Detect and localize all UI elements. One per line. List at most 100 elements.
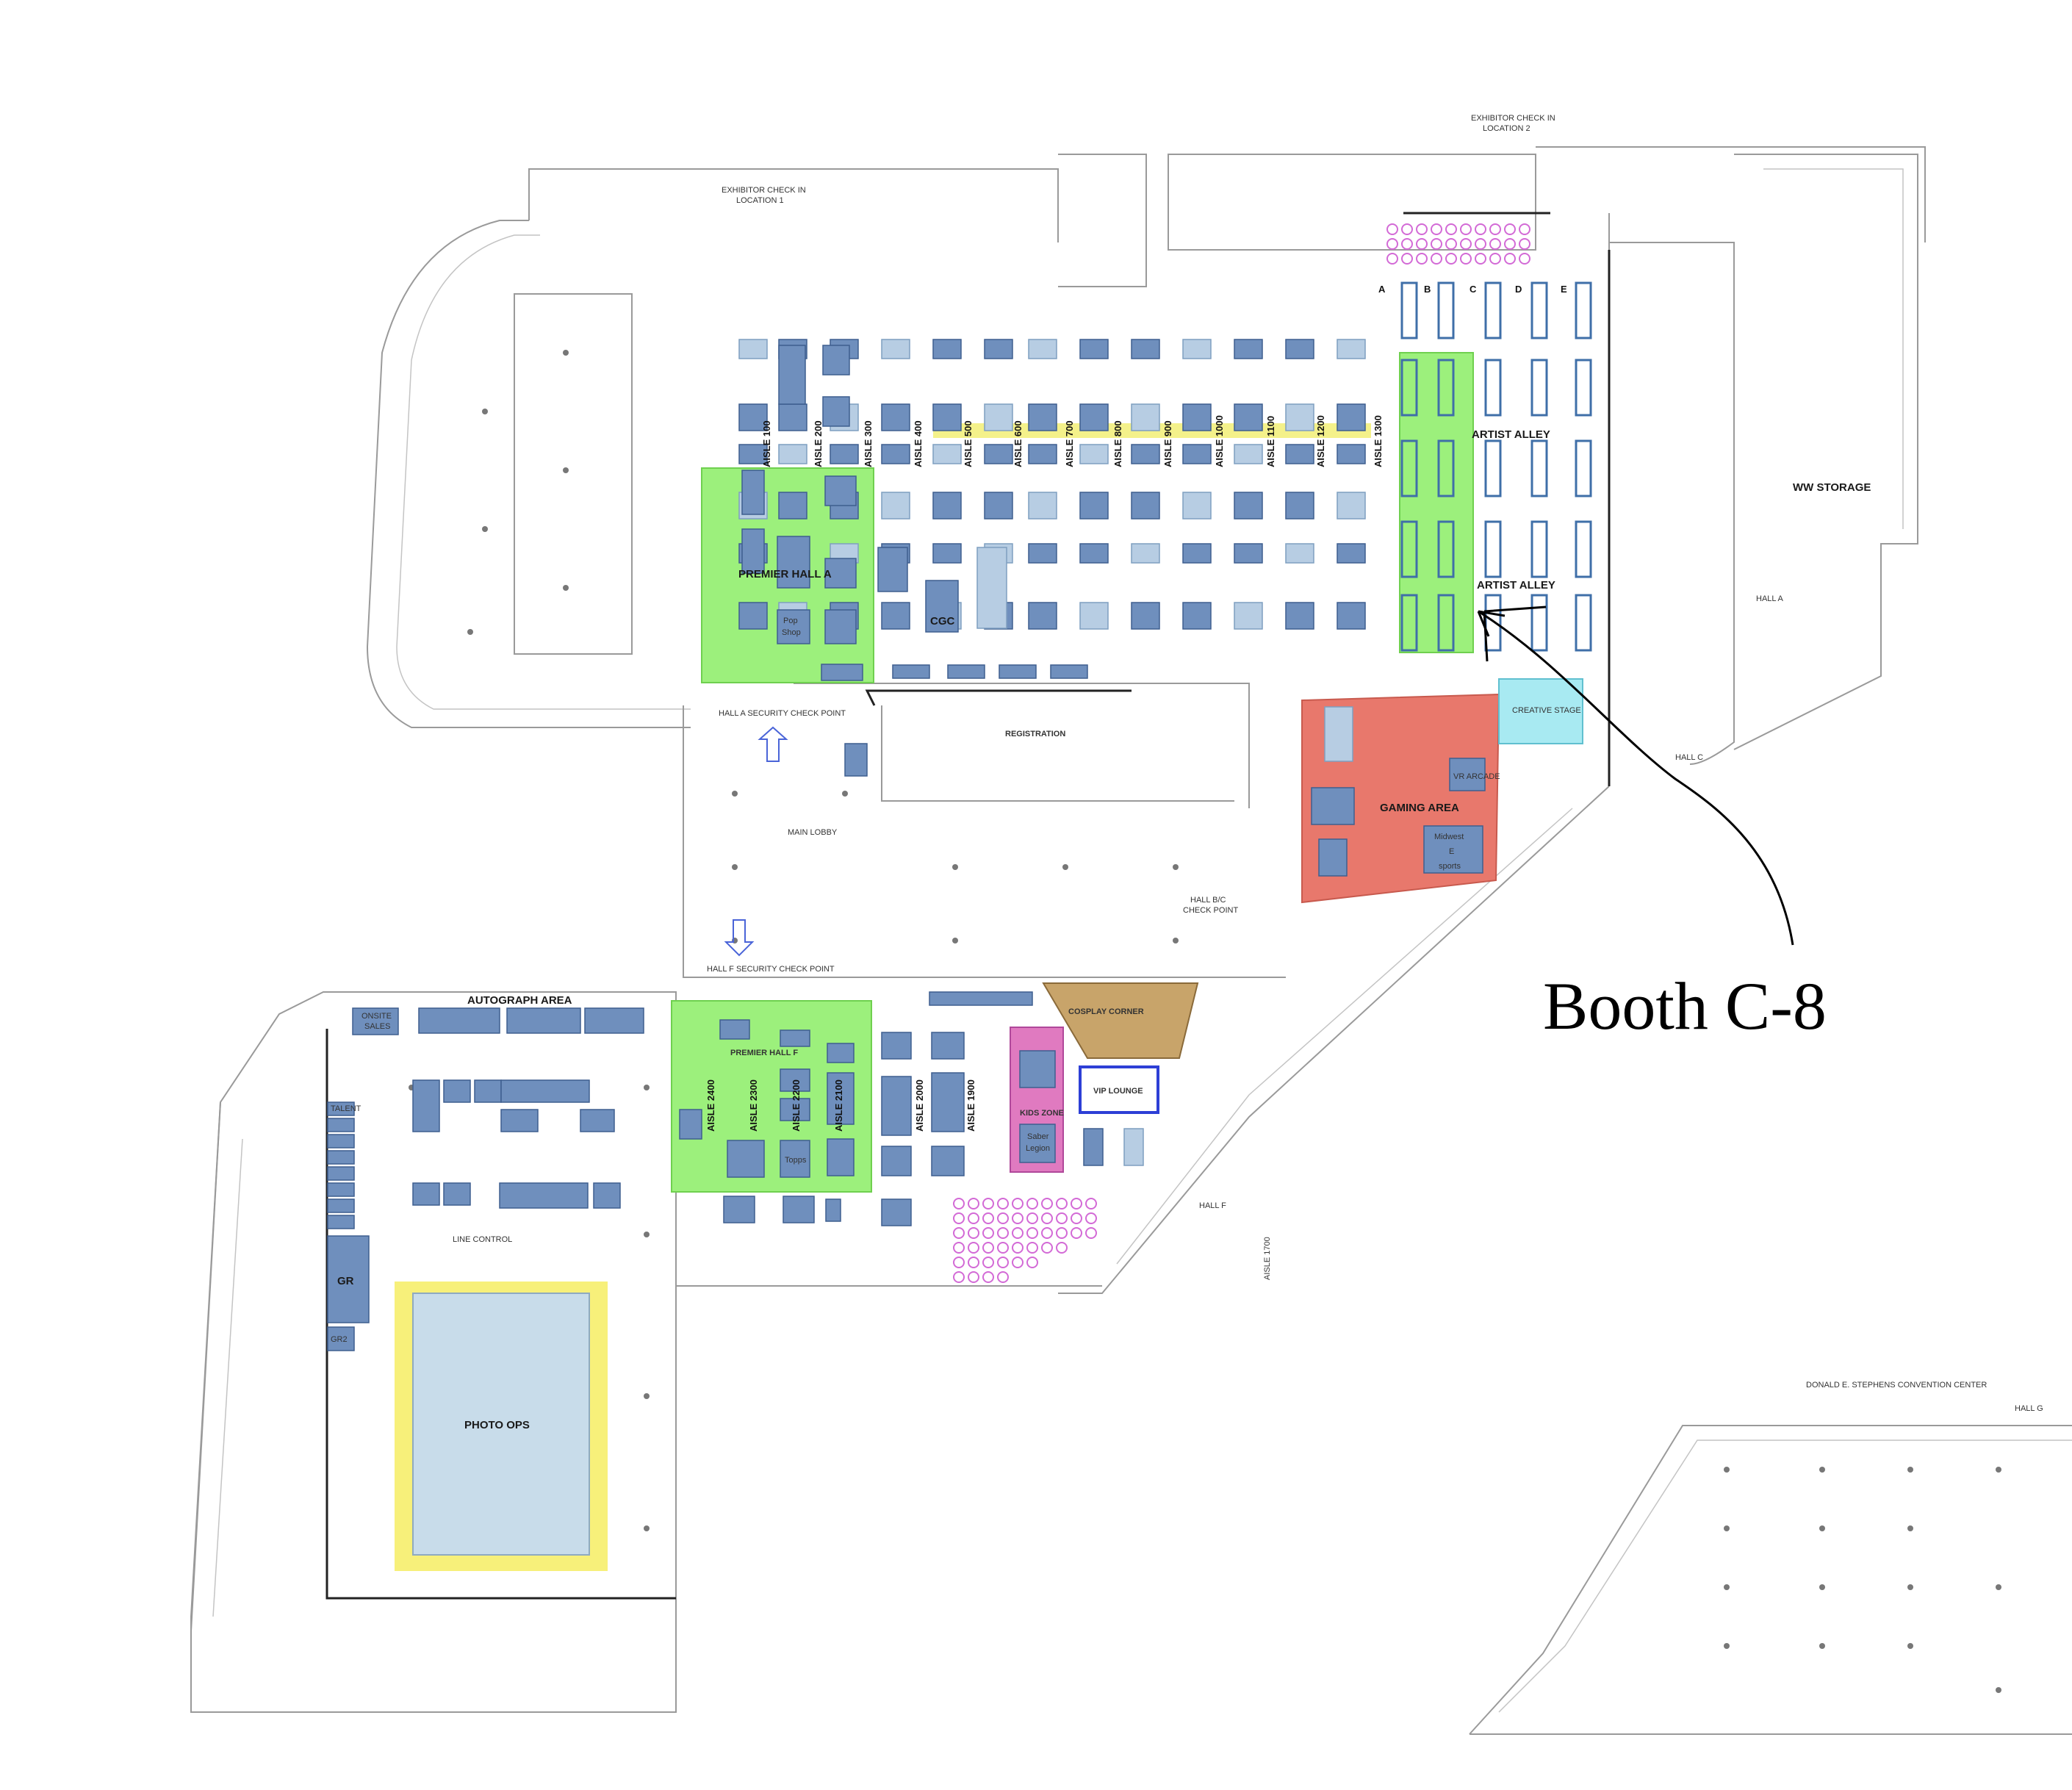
- booth[interactable]: [1079, 602, 1109, 630]
- booth[interactable]: [1234, 602, 1263, 630]
- booth[interactable]: [1182, 339, 1212, 359]
- booth[interactable]: [1028, 492, 1057, 520]
- seat: [953, 1212, 965, 1224]
- booth[interactable]: [1182, 444, 1212, 464]
- seat: [953, 1198, 965, 1209]
- booth[interactable]: [830, 444, 859, 464]
- booth[interactable]: [881, 339, 910, 359]
- booth[interactable]: [1234, 543, 1263, 564]
- aisle-label: AISLE 100: [761, 420, 772, 467]
- booth[interactable]: [1337, 403, 1366, 431]
- callout-arrowhead-icon: [1477, 610, 1506, 637]
- booth[interactable]: [932, 403, 962, 431]
- seat: [1460, 223, 1472, 235]
- booth[interactable]: [932, 543, 962, 564]
- seat: [1504, 238, 1516, 250]
- pop-shop-label-2: Shop: [782, 628, 801, 637]
- exhibitor-check-in-1b: LOCATION 1: [736, 196, 784, 205]
- booth[interactable]: [1234, 492, 1263, 520]
- booth[interactable]: [738, 602, 768, 630]
- booth[interactable]: [881, 444, 910, 464]
- seat: [1386, 223, 1398, 235]
- premier-artist-alley-zone[interactable]: [1399, 352, 1474, 653]
- booth[interactable]: [1285, 339, 1314, 359]
- booth[interactable]: [984, 444, 1013, 464]
- booth[interactable]: [1234, 403, 1263, 431]
- seat: [1401, 223, 1413, 235]
- booth[interactable]: [1285, 444, 1314, 464]
- booth[interactable]: [1337, 602, 1366, 630]
- seat: [1431, 253, 1442, 265]
- vip-lounge-zone[interactable]: [1079, 1065, 1159, 1114]
- booth[interactable]: [738, 339, 768, 359]
- structural-columns: [409, 350, 2001, 1693]
- seat: [1056, 1242, 1068, 1254]
- booth[interactable]: [1285, 492, 1314, 520]
- booth[interactable]: [1131, 543, 1160, 564]
- booth[interactable]: [1131, 602, 1160, 630]
- booth[interactable]: [1028, 403, 1057, 431]
- seat: [1056, 1198, 1068, 1209]
- seat: [1012, 1212, 1024, 1224]
- booth[interactable]: [1285, 602, 1314, 630]
- premier-hall-a-label: PREMIER HALL A: [738, 568, 832, 581]
- booth[interactable]: [1337, 543, 1366, 564]
- booth[interactable]: [1028, 444, 1057, 464]
- booth[interactable]: [738, 444, 768, 464]
- booth[interactable]: [984, 339, 1013, 359]
- booth[interactable]: [778, 492, 807, 520]
- cosplay-corner-zone[interactable]: [1042, 982, 1199, 1059]
- booth[interactable]: [1285, 543, 1314, 564]
- booth[interactable]: [984, 403, 1013, 431]
- exhibitor-check-in-1: EXHIBITOR CHECK IN: [722, 186, 806, 195]
- booth[interactable]: [881, 492, 910, 520]
- booth[interactable]: [881, 403, 910, 431]
- aisle-label: AISLE 1000: [1214, 415, 1225, 467]
- booth[interactable]: [1182, 492, 1212, 520]
- booth[interactable]: [932, 444, 962, 464]
- autograph-area-label: AUTOGRAPH AREA: [467, 994, 572, 1007]
- booth[interactable]: [1285, 403, 1314, 431]
- onsite-sales-label-2: SALES: [364, 1022, 390, 1031]
- booth[interactable]: [1079, 492, 1109, 520]
- booth[interactable]: [1028, 602, 1057, 630]
- seat: [1012, 1257, 1024, 1268]
- booth[interactable]: [984, 492, 1013, 520]
- booth[interactable]: [778, 444, 807, 464]
- seat: [1056, 1227, 1068, 1239]
- booth[interactable]: [1079, 543, 1109, 564]
- seat: [1085, 1198, 1097, 1209]
- booth[interactable]: [1337, 492, 1366, 520]
- booth[interactable]: [738, 403, 768, 431]
- booth[interactable]: [1337, 444, 1366, 464]
- booth[interactable]: [1182, 543, 1212, 564]
- booth[interactable]: [1079, 403, 1109, 431]
- column-label: E: [1561, 284, 1567, 295]
- seat: [1431, 238, 1442, 250]
- booth[interactable]: [1182, 602, 1212, 630]
- midwest-label-2: E: [1449, 847, 1454, 856]
- booth[interactable]: [1079, 339, 1109, 359]
- booth[interactable]: [1028, 339, 1057, 359]
- booth[interactable]: [932, 339, 962, 359]
- booth[interactable]: [1131, 403, 1160, 431]
- booth[interactable]: [778, 403, 807, 431]
- booth[interactable]: [1131, 444, 1160, 464]
- booth[interactable]: [1131, 339, 1160, 359]
- booth[interactable]: [881, 602, 910, 630]
- booth[interactable]: [1079, 444, 1109, 464]
- booth[interactable]: [932, 492, 962, 520]
- booth[interactable]: [1028, 543, 1057, 564]
- aisle-label: AISLE 1100: [1265, 416, 1276, 467]
- seat: [1475, 253, 1486, 265]
- booth[interactable]: [1234, 339, 1263, 359]
- premier-hall-f-label: PREMIER HALL F: [730, 1049, 798, 1057]
- booth[interactable]: [1182, 403, 1212, 431]
- booth[interactable]: [1337, 339, 1366, 359]
- creative-stage-zone[interactable]: [1498, 678, 1583, 744]
- booth[interactable]: [1131, 492, 1160, 520]
- seat: [1489, 253, 1501, 265]
- booth[interactable]: [1234, 444, 1263, 464]
- aisle-1700-label: AISLE 1700: [1263, 1237, 1272, 1280]
